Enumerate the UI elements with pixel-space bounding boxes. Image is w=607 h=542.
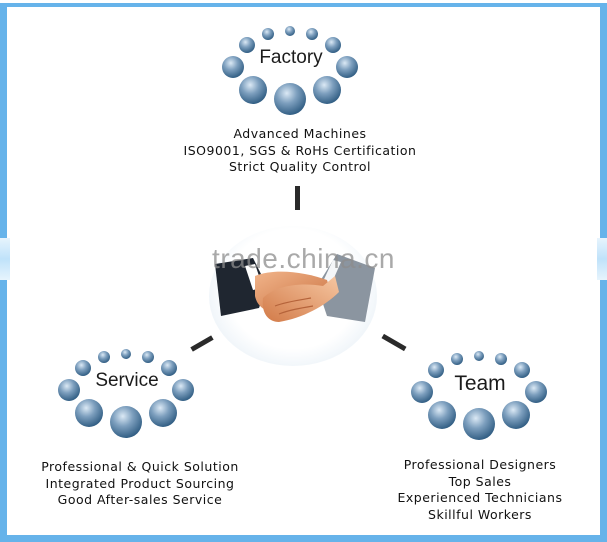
bead <box>149 399 177 427</box>
factory-line: Strict Quality Control <box>228 159 372 174</box>
factory-title: Factory <box>259 47 323 68</box>
bead <box>451 353 463 365</box>
right-stripe <box>597 238 607 280</box>
bead <box>411 381 433 403</box>
bead <box>525 381 547 403</box>
service-line: Integrated Product Sourcing <box>45 475 235 491</box>
bead <box>274 83 306 115</box>
bead <box>285 26 295 36</box>
service-ring: Service <box>55 348 199 440</box>
team-bead-ring <box>411 351 547 440</box>
service-line: Professional & Quick Solution <box>41 459 239 474</box>
team-title: Team <box>454 372 506 395</box>
bead <box>75 360 91 376</box>
bead <box>121 349 131 359</box>
factory-description: Advanced Machines ISO9001, SGS & RoHs Ce… <box>150 126 450 176</box>
team-line: Experienced Technicians <box>397 490 563 505</box>
bead <box>336 56 358 78</box>
bead <box>502 401 530 429</box>
bead <box>325 37 341 53</box>
factory-line: Advanced Machines <box>233 126 367 141</box>
bead <box>239 37 255 53</box>
bead <box>110 406 142 438</box>
bead <box>172 379 194 401</box>
bead <box>222 56 244 78</box>
top-edge <box>0 0 607 3</box>
team-line: Professional Designers <box>403 457 557 472</box>
factory-line: ISO9001, SGS & RoHs Certification <box>183 142 417 158</box>
bead <box>514 362 530 378</box>
bead <box>474 351 484 361</box>
team-description: Professional Designers Top Sales Experie… <box>378 457 582 523</box>
service-line: Good After-sales Service <box>57 492 223 507</box>
handshake-image <box>215 254 375 322</box>
bead <box>98 351 110 363</box>
service-bead-ring <box>58 349 194 438</box>
service-title: Service <box>95 370 159 391</box>
service-description: Professional & Quick Solution Integrated… <box>20 459 260 509</box>
team-line: Skillful Workers <box>428 506 532 522</box>
team-ring: Team <box>408 350 552 442</box>
team-line: Top Sales <box>448 473 512 489</box>
bead <box>495 353 507 365</box>
connector-factory <box>295 186 300 210</box>
left-stripe <box>0 238 10 280</box>
factory-bead-ring <box>222 26 358 115</box>
bead <box>428 362 444 378</box>
bead <box>463 408 495 440</box>
bead <box>142 351 154 363</box>
bead <box>313 76 341 104</box>
bead <box>161 360 177 376</box>
bead <box>58 379 80 401</box>
bead <box>75 399 103 427</box>
watermark: trade.china.cn <box>212 243 395 274</box>
bead <box>239 76 267 104</box>
bead <box>262 28 274 40</box>
factory-ring: Factory <box>219 25 363 117</box>
bead <box>428 401 456 429</box>
bead <box>306 28 318 40</box>
